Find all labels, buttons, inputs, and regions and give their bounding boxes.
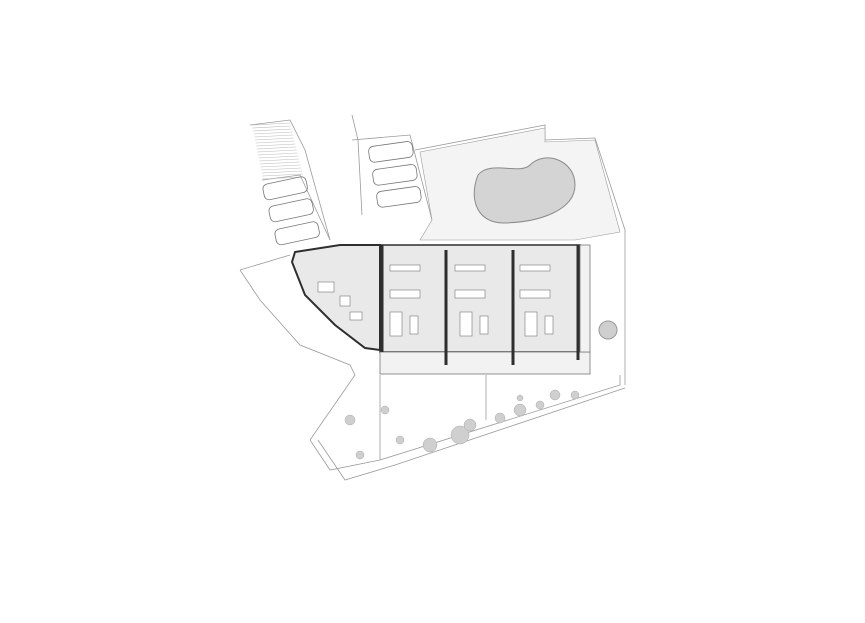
furniture — [339, 295, 351, 307]
furniture — [454, 264, 486, 272]
tree-icon — [570, 390, 580, 400]
tree-icon — [535, 400, 545, 410]
furniture — [519, 289, 551, 299]
pool-deck — [419, 127, 621, 241]
furniture — [454, 289, 486, 299]
tree-icon — [355, 450, 365, 460]
pool — [473, 157, 576, 224]
furniture — [389, 264, 421, 272]
tree-icon — [450, 425, 470, 445]
furniture — [409, 315, 419, 335]
left-wing-floor — [290, 244, 381, 352]
car-icon — [372, 164, 418, 186]
furniture — [459, 311, 473, 337]
car-icon — [274, 221, 320, 246]
furniture — [349, 311, 363, 321]
units-floor — [379, 244, 581, 353]
furniture — [519, 264, 551, 272]
site-outline — [239, 114, 626, 481]
tree-icon — [516, 394, 524, 402]
tree-icon — [494, 412, 506, 424]
tree-icon — [463, 418, 477, 432]
tree-icon — [380, 405, 390, 415]
tree-icon — [598, 320, 618, 340]
tree-icon — [344, 414, 356, 426]
tree-icon — [422, 437, 438, 453]
tree-icon — [395, 435, 405, 445]
car-icon — [268, 198, 314, 223]
parking — [262, 141, 422, 246]
furniture — [389, 289, 421, 299]
tree-icon — [513, 403, 527, 417]
building — [290, 244, 591, 375]
furniture — [524, 311, 538, 337]
furniture — [317, 281, 335, 293]
car-icon — [376, 186, 422, 208]
front-terrace — [379, 351, 591, 375]
tree-icon — [549, 389, 561, 401]
furniture — [544, 315, 554, 335]
car-icon — [262, 176, 308, 201]
furniture — [389, 311, 403, 337]
furniture — [479, 315, 489, 335]
garden-trees — [344, 389, 580, 460]
car-icon — [368, 141, 414, 163]
